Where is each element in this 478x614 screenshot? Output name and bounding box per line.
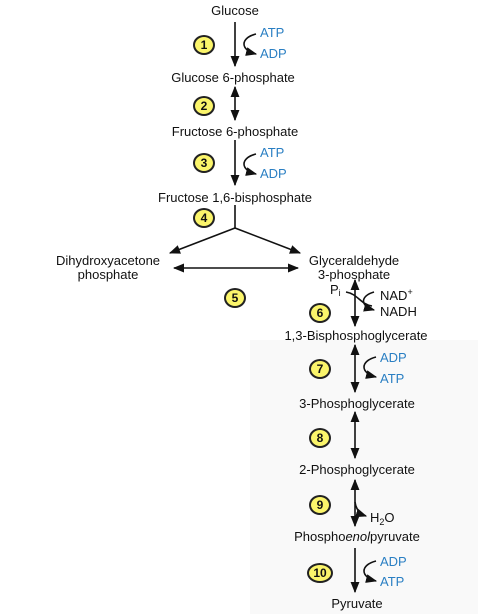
compound-glyceraldehyde-3-phosphate: Glyceraldehyde 3-phosphate	[296, 254, 412, 282]
cofactor-curve-step-1	[243, 33, 258, 56]
compound-2-phosphoglycerate: 2-Phosphoglycerate	[299, 462, 415, 477]
cofactor-nadh-step-6: NADH	[380, 304, 417, 319]
compound-fructose-6-phosphate: Fructose 6-phosphate	[171, 124, 299, 139]
nad-base: NAD	[380, 288, 408, 303]
cofactor-curve-step-6b	[362, 291, 376, 312]
cofactor-curve-step-3	[243, 153, 258, 176]
compound-glucose-6-phosphate: Glucose 6-phosphate	[171, 70, 295, 85]
cofactor-h2o-step-9: H2O	[370, 511, 395, 529]
compound-3-phosphoglycerate: 3-Phosphoglycerate	[299, 396, 415, 411]
step-badge-3: 3	[193, 153, 215, 173]
step-badge-4: 4	[193, 208, 215, 228]
compound-dihydroxyacetone-phosphate: Dihydroxyacetone phosphate	[40, 254, 176, 282]
cofactor-atp-step-1: ATP	[260, 25, 285, 40]
arrow-step-4-right	[234, 227, 302, 254]
cofactor-adp-step-3: ADP	[260, 166, 287, 181]
h2o-tail: O	[384, 510, 395, 525]
pep-suffix: pyruvate	[370, 529, 420, 544]
cofactor-atp-step-3: ATP	[260, 145, 285, 160]
compound-pyruvate: Pyruvate	[331, 596, 383, 611]
step-badge-10: 10	[307, 563, 333, 583]
cofactor-atp-step-7: ATP	[380, 371, 405, 386]
step-badge-2: 2	[193, 96, 215, 116]
step-badge-6: 6	[309, 303, 331, 323]
dhap-line-2: phosphate	[77, 267, 139, 282]
pi-base: P	[330, 282, 339, 297]
step-badge-9: 9	[309, 495, 331, 515]
cofactor-adp-step-10: ADP	[380, 554, 407, 569]
cofactor-pi-step-6: Pi	[330, 283, 341, 300]
compound-phosphoenolpyruvate: Phosphoenolpyruvate	[294, 530, 420, 544]
step-badge-1: 1	[193, 35, 215, 55]
nad-sup: +	[407, 287, 413, 297]
h2o-sub: 2	[379, 517, 385, 527]
cofactor-curve-step-9	[354, 501, 368, 518]
cofactor-adp-step-1: ADP	[260, 46, 287, 61]
pep-italic: enol	[345, 529, 371, 544]
h2o-base: H	[370, 510, 380, 525]
pep-prefix: Phospho	[294, 529, 346, 544]
arrow-step-4-left	[168, 227, 236, 254]
cofactor-adp-step-7: ADP	[380, 350, 407, 365]
g3p-line-1: Glyceraldehyde	[308, 253, 400, 268]
pi-sub: i	[338, 288, 341, 298]
compound-1-3-bisphosphoglycerate: 1,3-Bisphosphoglycerate	[284, 328, 428, 343]
cofactor-nad-step-6: NAD+	[380, 285, 413, 303]
step-badge-5: 5	[224, 288, 246, 308]
compound-fructose-1-6-bisphosphate: Fructose 1,6-bisphosphate	[158, 190, 312, 205]
dhap-line-1: Dihydroxyacetone	[55, 253, 161, 268]
cofactor-atp-step-10: ATP	[380, 574, 405, 589]
cofactor-curve-step-7	[363, 356, 378, 379]
compound-glucose: Glucose	[211, 3, 259, 18]
step-badge-7: 7	[309, 359, 331, 379]
cofactor-curve-step-10	[363, 560, 378, 583]
step-badge-8: 8	[309, 428, 331, 448]
g3p-line-2: 3-phosphate	[317, 267, 391, 282]
